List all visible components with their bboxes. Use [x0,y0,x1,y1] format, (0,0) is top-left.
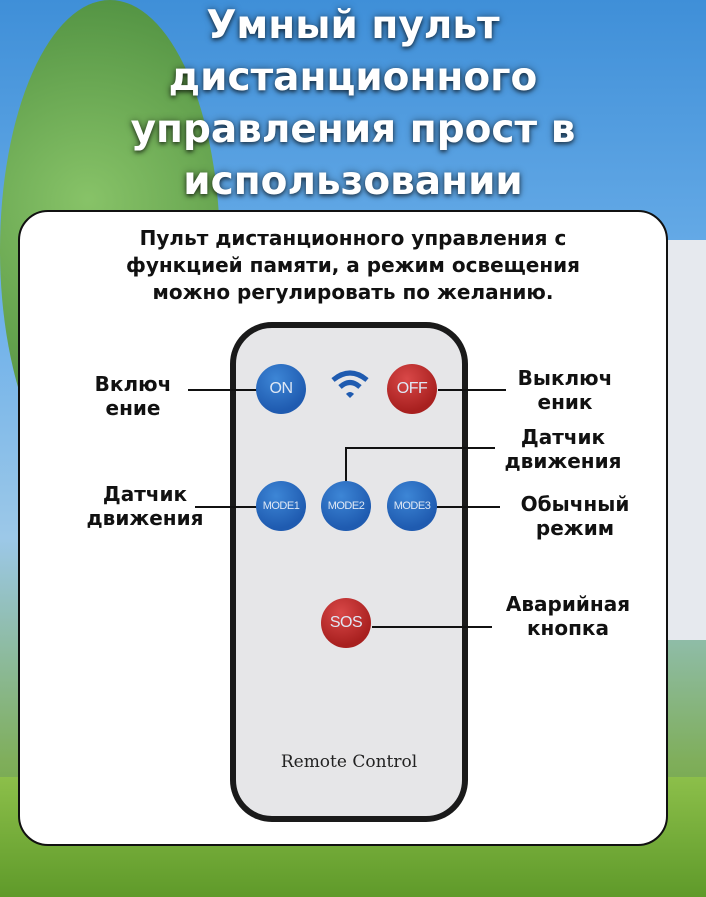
subtitle-line: можно регулировать по желанию. [152,280,554,304]
subtitle: Пульт дистанционного управления с функци… [30,225,676,306]
wifi-signal-icon [330,368,370,402]
connector-mode1 [195,506,260,508]
connector-off [438,389,506,391]
label-line: режим [535,516,615,540]
headline: Умный пульт дистанционного управления пр… [0,0,706,208]
label-line: Датчик [520,425,606,449]
label-line: движения [86,506,204,530]
label-line: движения [504,449,622,473]
mode3-button[interactable]: MODE3 [387,481,437,531]
label-line: кнопка [526,616,610,640]
on-button[interactable]: ON [256,364,306,414]
connector-mode2-vertical [345,447,347,497]
headline-line: использовании [183,159,523,204]
headline-line: управления прост в [130,107,576,152]
headline-line: дистанционного [168,55,538,100]
headline-line: Умный пульт [206,3,500,48]
mode1-button[interactable]: MODE1 [256,481,306,531]
sos-button[interactable]: SOS [321,598,371,648]
subtitle-line: функцией памяти, а режим освещения [125,253,581,277]
connector-sos [372,626,492,628]
connector-on [188,389,260,391]
connector-mode3 [436,506,500,508]
label-line: Включ [94,372,172,396]
label-line: Обычный [520,492,630,516]
label-line: Датчик [102,482,188,506]
connector-mode2 [345,447,495,449]
subtitle-line: Пульт дистанционного управления с [139,226,567,250]
label-line: еник [537,390,593,414]
label-line: Аварийная [505,592,631,616]
label-line: ение [105,396,161,420]
mode2-button[interactable]: MODE2 [321,481,371,531]
label-line: Выключ [517,366,613,390]
remote-brand-label: Remote Control [280,752,418,772]
off-button[interactable]: OFF [387,364,437,414]
